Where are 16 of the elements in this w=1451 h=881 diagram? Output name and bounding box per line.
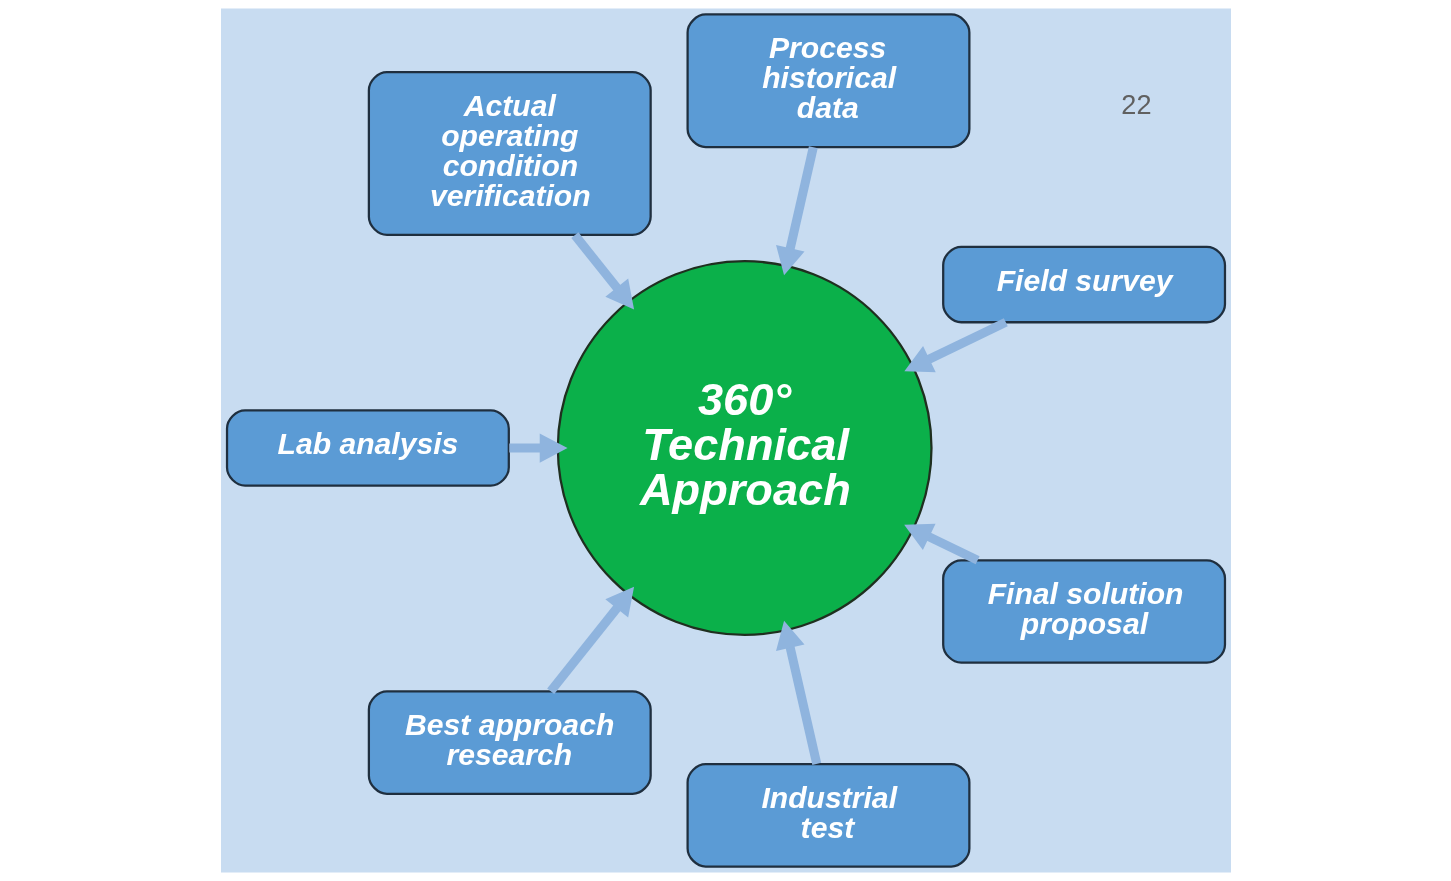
arrow — [775, 146, 818, 276]
node-box: Final solution proposal — [941, 559, 1226, 664]
arrow — [546, 586, 634, 695]
arrow — [903, 318, 1008, 373]
node-box: Actual operating condition verification — [367, 71, 652, 236]
node-box: Lab analysis — [225, 409, 510, 487]
label: 22 — [1120, 89, 1152, 121]
node-box: Best approach research — [367, 690, 652, 795]
node-box: Field survey — [941, 245, 1226, 324]
node-box: Process historical data — [685, 13, 970, 149]
arrow — [508, 433, 568, 463]
node-box: Industrial test — [685, 762, 970, 868]
arrow — [570, 232, 634, 310]
arrow — [903, 523, 980, 565]
arrow — [775, 620, 821, 765]
node-circle: 360° Technical Approach — [556, 260, 933, 636]
